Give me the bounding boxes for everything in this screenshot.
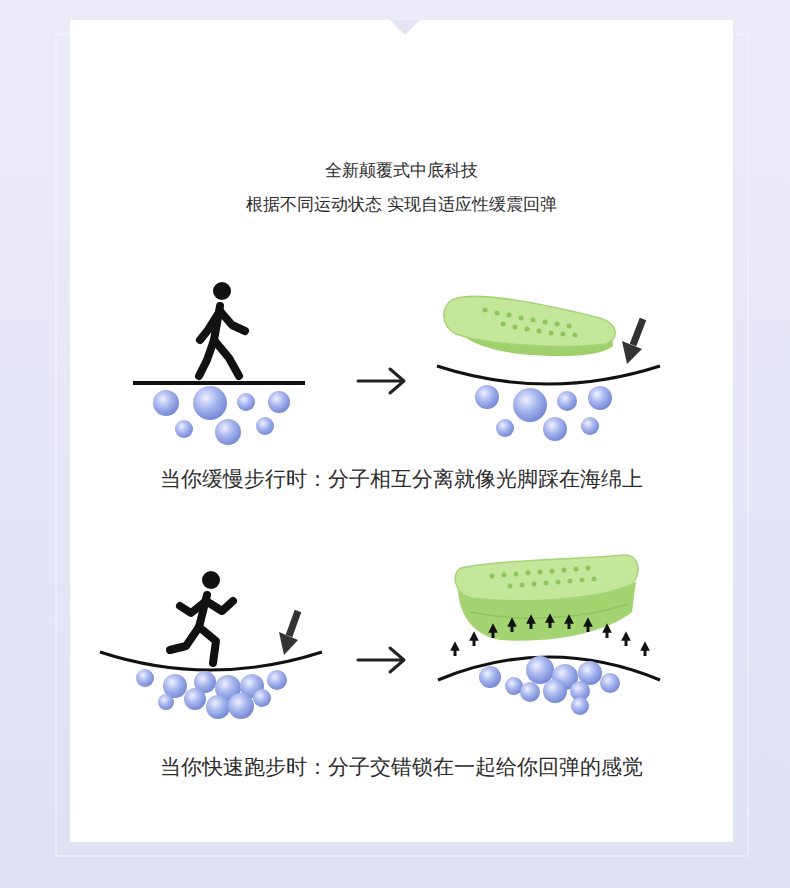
runner-head — [202, 571, 220, 589]
step-arrow — [358, 648, 404, 672]
press-arrow — [279, 611, 298, 655]
molecules-apart — [475, 385, 612, 441]
molecules-locked — [479, 656, 620, 715]
title: 全新颠覆式中底科技 — [70, 159, 733, 181]
sinking-line — [437, 366, 660, 384]
runner-icon — [170, 595, 233, 663]
ground-line — [133, 381, 305, 385]
press-arrow — [622, 319, 643, 364]
panel — [70, 20, 733, 842]
caption-text: 当你缓慢步行时：分子相互分离就像光脚踩在海绵上 — [70, 466, 733, 493]
molecules-apart — [153, 386, 290, 445]
sole-rebound — [455, 555, 638, 641]
caption-text: 当你快速跑步时：分子交错锁在一起给你回弹的感觉 — [70, 754, 733, 781]
sole-soft — [444, 296, 615, 356]
rebound-arrows — [455, 618, 645, 656]
sinking-line — [100, 652, 322, 670]
walker-head — [213, 282, 231, 300]
step-arrow — [358, 369, 404, 393]
subtitle: 根据不同运动状态 实现自适应性缓震回弹 — [70, 193, 733, 215]
notch — [390, 20, 420, 35]
molecules-locked — [136, 669, 287, 719]
walker-icon — [199, 306, 245, 376]
